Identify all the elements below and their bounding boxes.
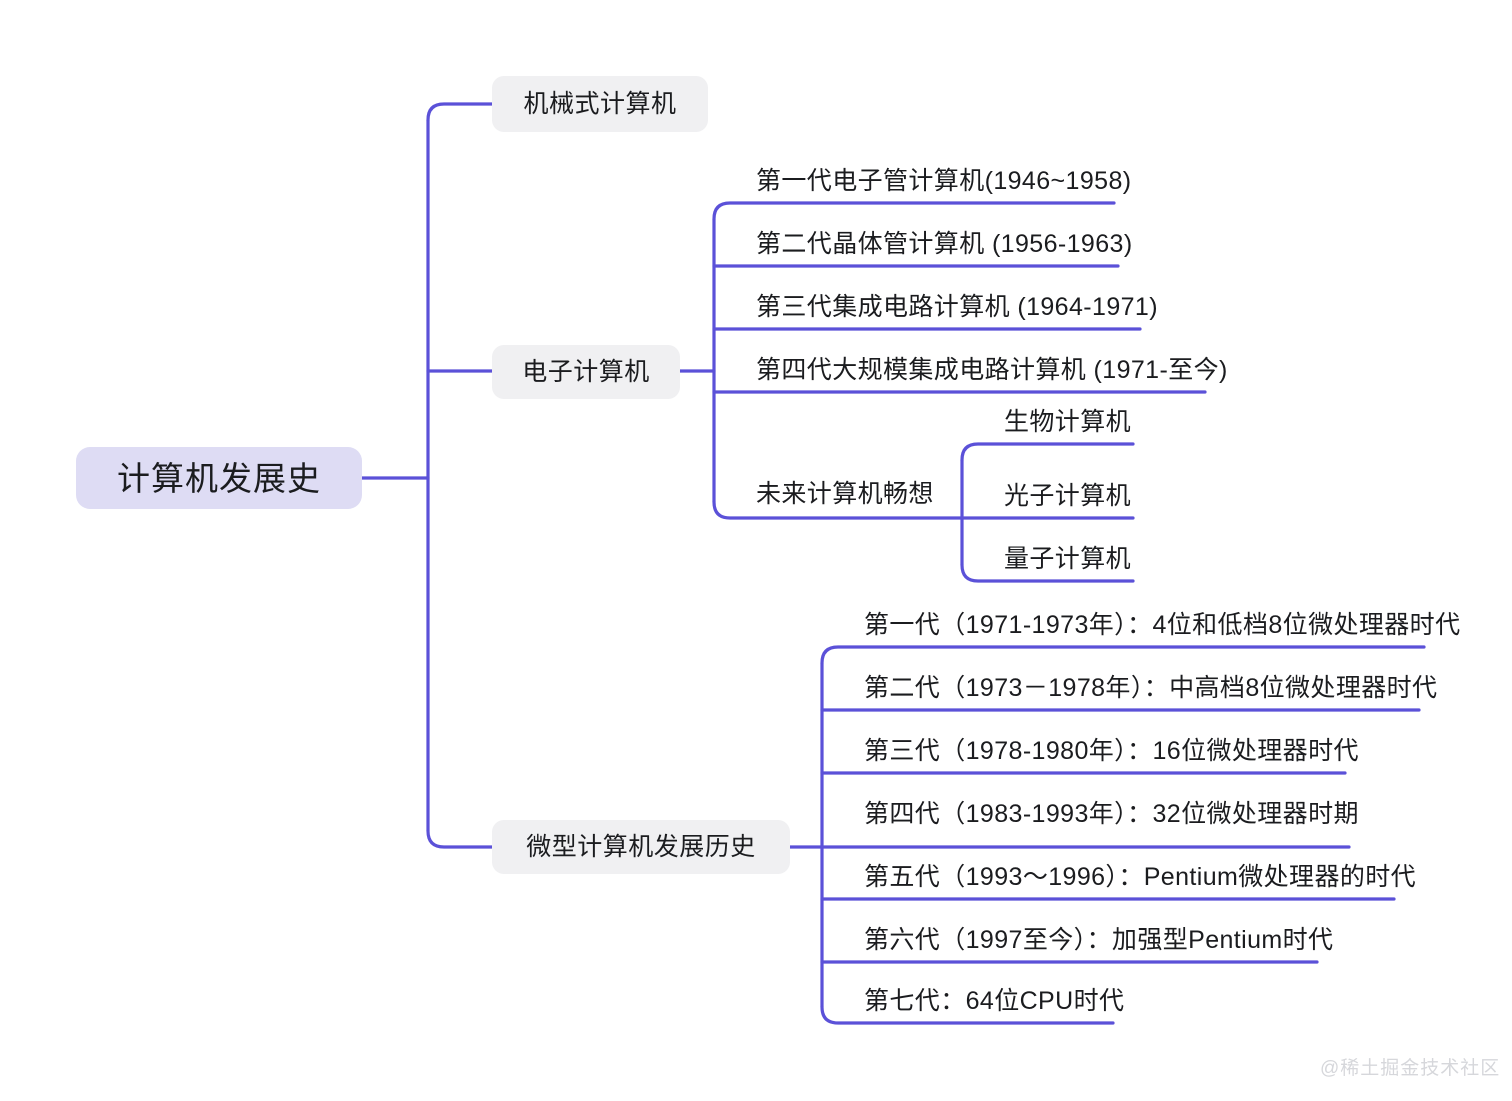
leaf-node-quantum-computer[interactable]: 量子计算机 bbox=[998, 538, 1133, 581]
leaf-label: 第一代（1971-1973年）：4位和低档8位微处理器时代 bbox=[864, 611, 1461, 639]
leaf-node-electronic-gen2[interactable]: 第二代晶体管计算机 (1956-1963) bbox=[750, 223, 1132, 266]
leaf-label: 第三代集成电路计算机 (1964-1971) bbox=[756, 293, 1158, 321]
branch-label: 电子计算机 bbox=[522, 357, 650, 386]
leaf-node-electronic-gen4[interactable]: 第四代大规模集成电路计算机 (1971-至今) bbox=[750, 349, 1227, 392]
leaf-label: 第一代电子管计算机(1946~1958) bbox=[756, 167, 1132, 195]
leaf-label: 第二代（1973－1978年）：中高档8位微处理器时代 bbox=[864, 674, 1438, 702]
leaf-node-photonic-computer[interactable]: 光子计算机 bbox=[998, 475, 1133, 518]
leaf-label: 第五代（1993～1996）：Pentium微处理器的时代 bbox=[864, 863, 1417, 891]
root-node[interactable]: 计算机发展史 bbox=[76, 447, 362, 509]
leaf-label: 生物计算机 bbox=[1004, 408, 1132, 436]
leaf-node-future-computers[interactable]: 未来计算机畅想 bbox=[750, 472, 956, 516]
leaf-node-electronic-gen3[interactable]: 第三代集成电路计算机 (1964-1971) bbox=[750, 286, 1158, 329]
leaf-label: 第六代（1997至今）：加强型Pentium时代 bbox=[864, 926, 1334, 954]
leaf-node-micro-gen3[interactable]: 第三代（1978-1980年）：16位微处理器时代 bbox=[858, 730, 1358, 773]
branch-node-microcomputer-history[interactable]: 微型计算机发展历史 bbox=[492, 820, 790, 874]
leaf-label: 量子计算机 bbox=[1004, 545, 1132, 573]
leaf-label: 第二代晶体管计算机 (1956-1963) bbox=[756, 230, 1133, 258]
leaf-node-micro-gen7[interactable]: 第七代：64位CPU时代 bbox=[858, 980, 1124, 1023]
leaf-node-micro-gen1[interactable]: 第一代（1971-1973年）：4位和低档8位微处理器时代 bbox=[858, 604, 1460, 647]
branch-label: 微型计算机发展历史 bbox=[526, 832, 756, 861]
leaf-label: 第四代（1983-1993年）：32位微处理器时期 bbox=[864, 800, 1359, 828]
leaf-node-micro-gen6[interactable]: 第六代（1997至今）：加强型Pentium时代 bbox=[858, 919, 1333, 962]
leaf-label: 第三代（1978-1980年）：16位微处理器时代 bbox=[864, 737, 1359, 765]
leaf-label: 光子计算机 bbox=[1004, 482, 1132, 510]
branch-node-mechanical-computer[interactable]: 机械式计算机 bbox=[492, 76, 708, 132]
leaf-node-electronic-gen1[interactable]: 第一代电子管计算机(1946~1958) bbox=[750, 160, 1131, 203]
watermark-label: @稀土掘金技术社区 bbox=[1320, 1058, 1501, 1079]
watermark: @稀土掘金技术社区 bbox=[1320, 1053, 1500, 1080]
leaf-node-micro-gen5[interactable]: 第五代（1993～1996）：Pentium微处理器的时代 bbox=[858, 856, 1416, 899]
leaf-node-micro-gen4[interactable]: 第四代（1983-1993年）：32位微处理器时期 bbox=[858, 793, 1358, 836]
leaf-label: 第七代：64位CPU时代 bbox=[864, 987, 1125, 1015]
leaf-node-biological-computer[interactable]: 生物计算机 bbox=[998, 401, 1133, 444]
leaf-label: 未来计算机畅想 bbox=[756, 479, 934, 508]
leaf-node-micro-gen2[interactable]: 第二代（1973－1978年）：中高档8位微处理器时代 bbox=[858, 667, 1437, 710]
root-node-label: 计算机发展史 bbox=[117, 459, 321, 497]
branch-label: 机械式计算机 bbox=[523, 89, 677, 118]
leaf-label: 第四代大规模集成电路计算机 (1971-至今) bbox=[756, 356, 1228, 384]
branch-node-electronic-computer[interactable]: 电子计算机 bbox=[492, 345, 680, 399]
